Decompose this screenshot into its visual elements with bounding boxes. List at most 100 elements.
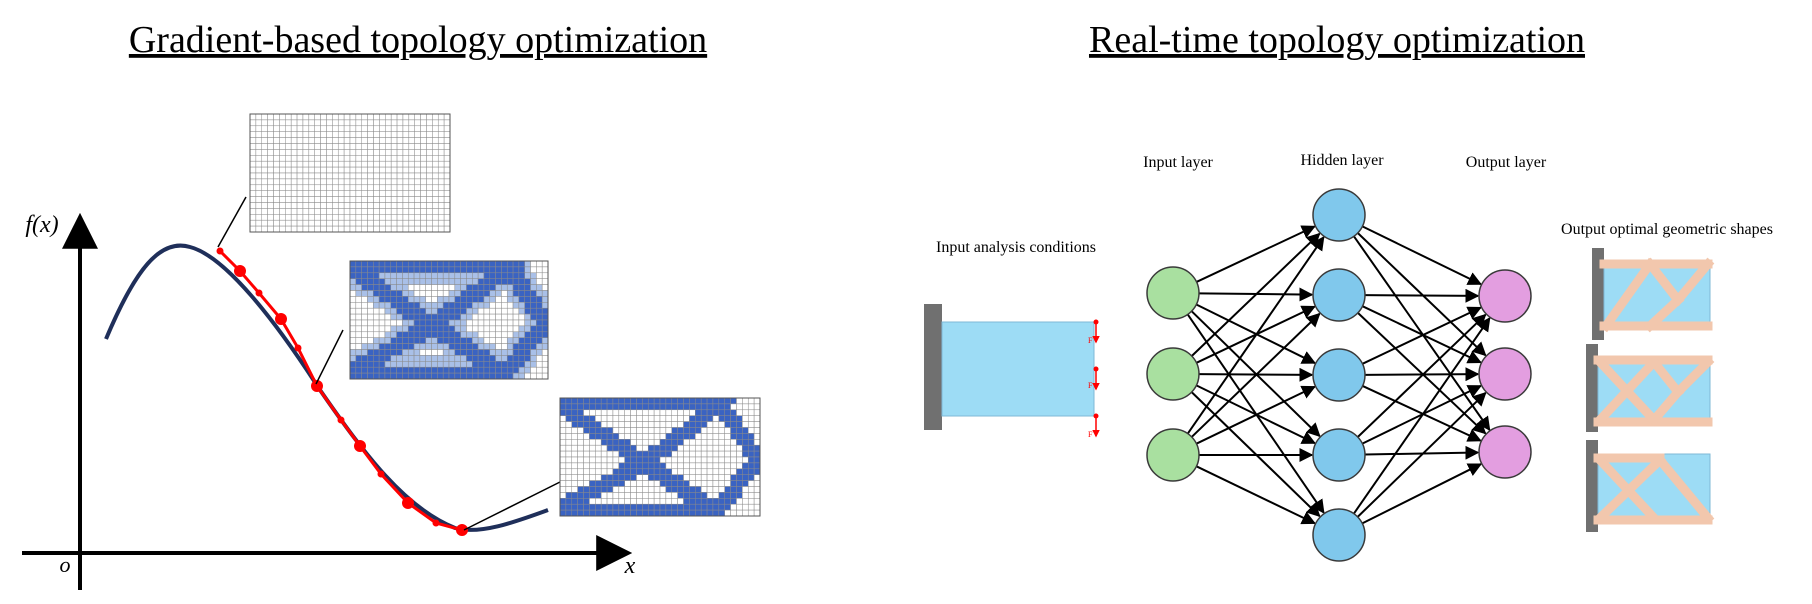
mesh-cell [390,319,397,327]
mesh-cell [420,202,427,209]
mesh-cell [361,266,368,274]
mesh-cell [326,190,333,197]
mesh-cell [501,343,508,350]
mesh-cell [653,450,661,458]
mesh-cell [454,361,461,368]
mesh-cell [636,503,643,511]
mesh-cell [472,296,479,303]
mesh-cell [320,119,327,127]
mesh-cell [413,284,421,291]
mesh-cell [753,415,761,422]
mesh-cell [612,397,620,405]
mesh-cell [530,307,537,315]
mesh-cell [689,492,696,499]
mesh-cell [361,143,368,150]
mesh-cell [367,296,374,303]
mesh-cell [349,355,357,362]
mesh-cell [285,202,292,209]
mesh-cell [379,155,386,162]
mesh-cell [501,349,508,356]
mesh-cell [477,331,485,338]
mesh-cell [518,349,525,356]
mesh-cell [454,296,461,303]
mesh-cell [425,325,432,333]
mesh-cell [273,172,280,180]
mesh-cell [636,409,643,416]
mesh-cell [466,319,473,327]
mesh-cell [518,319,525,327]
mesh-cell [695,450,702,458]
mesh-cell [460,284,467,291]
mesh-cell [379,113,386,121]
mesh-cell [477,325,485,333]
mesh-cell [530,302,537,309]
mesh-cell [595,439,602,446]
mesh-cell [495,284,502,291]
mesh-cell [437,155,445,162]
mesh-cell [302,219,310,227]
mesh-cell [642,509,649,517]
mesh-cell [636,492,643,499]
iteration-point [337,416,345,424]
mesh-cell [390,325,397,333]
mesh-cell [443,172,451,180]
mesh-intermediate [349,260,549,380]
mesh-cell [437,313,444,321]
mesh-cell [736,492,743,499]
mesh-cell [712,480,720,487]
mesh-cell [308,172,315,180]
mesh-cell [724,468,731,475]
mesh-cell [402,119,410,127]
mesh-cell [349,131,357,138]
mesh-cell [373,219,380,227]
mesh-cell [437,208,445,215]
mesh-cell [249,190,257,197]
mesh-cell [407,355,415,362]
mesh-cell [343,166,351,174]
mesh-cell [671,498,678,505]
mesh-cell [665,433,673,440]
mesh-cell [385,143,392,150]
mesh-cell [477,260,485,268]
mesh-cell [589,397,596,405]
mesh-cell [249,125,257,132]
mesh-cell [583,409,590,416]
mesh-cell [483,266,491,274]
mesh-cell [267,137,274,144]
mesh-cell [636,468,643,475]
mesh-cell [472,266,479,274]
mesh-cell [419,290,426,297]
mesh-cell [536,349,543,356]
mesh-cell [477,337,485,344]
mesh-cell [296,160,304,168]
mesh-cell [747,409,755,416]
mesh-cell [378,361,386,368]
mesh-cell [408,214,415,221]
mesh-cell [466,366,473,374]
mesh-cell [695,409,702,416]
mesh-cell [659,468,667,475]
mesh-cell [753,503,761,511]
connection-arrow [1186,236,1325,435]
mesh-cell [367,137,374,144]
mesh-cell [385,225,392,233]
load-3: F [1088,413,1100,439]
mesh-cell [565,486,573,493]
mesh-cell [402,208,410,215]
input-layer-label: Input layer [1143,154,1213,171]
mesh-cell [747,498,755,505]
mesh-cell [296,113,304,121]
mesh-cell [343,208,351,215]
mesh-cell [431,296,438,303]
mesh-cell [419,355,426,362]
mesh-cell [636,486,643,493]
mesh-cell [390,343,397,350]
mesh-cell [689,480,696,487]
mesh-cell [454,349,461,356]
mesh-cell [747,503,755,511]
mesh-cell [419,302,426,309]
output-shape-1 [1592,248,1715,340]
mesh-cell [332,113,339,121]
mesh-cell [536,331,543,338]
mesh-cell [483,319,491,327]
